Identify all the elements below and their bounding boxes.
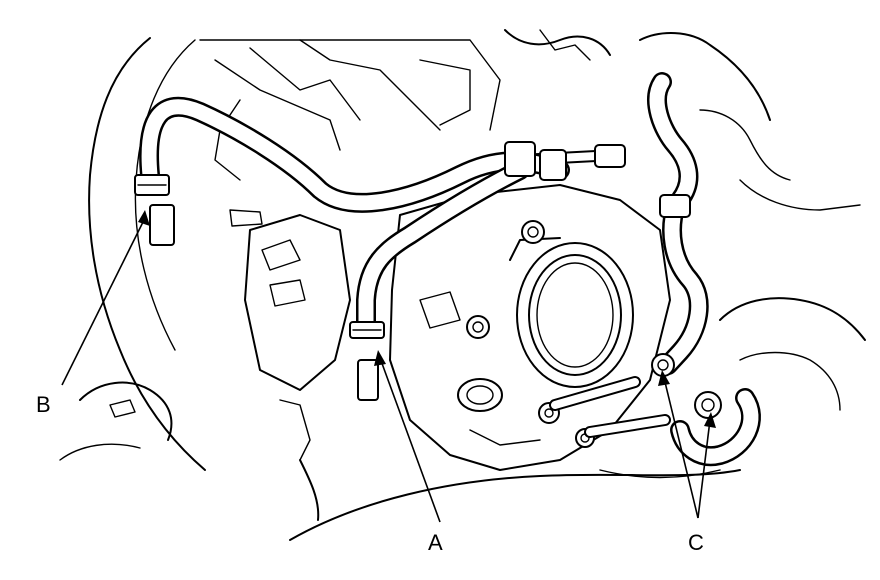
hose-clamp-a [349, 321, 385, 401]
callout-label-c: C [688, 530, 704, 555]
hose-clamp-c-lower [694, 391, 722, 419]
coolant-hose-right [647, 72, 761, 467]
callout-leader-c [658, 370, 716, 519]
callout-label-b: B [36, 392, 51, 417]
throttle-body [457, 220, 634, 448]
breather-hose-a [356, 160, 530, 335]
hose-clamp-b [134, 174, 175, 246]
callout-leader-a [374, 350, 441, 523]
bolt [521, 220, 545, 244]
breather-hose-main [139, 96, 570, 213]
callout-leader-b [61, 210, 150, 386]
callout-label-a: A [428, 530, 443, 555]
hose-joint [504, 141, 691, 218]
throttle-side-port [457, 378, 503, 412]
bolt [466, 315, 490, 339]
